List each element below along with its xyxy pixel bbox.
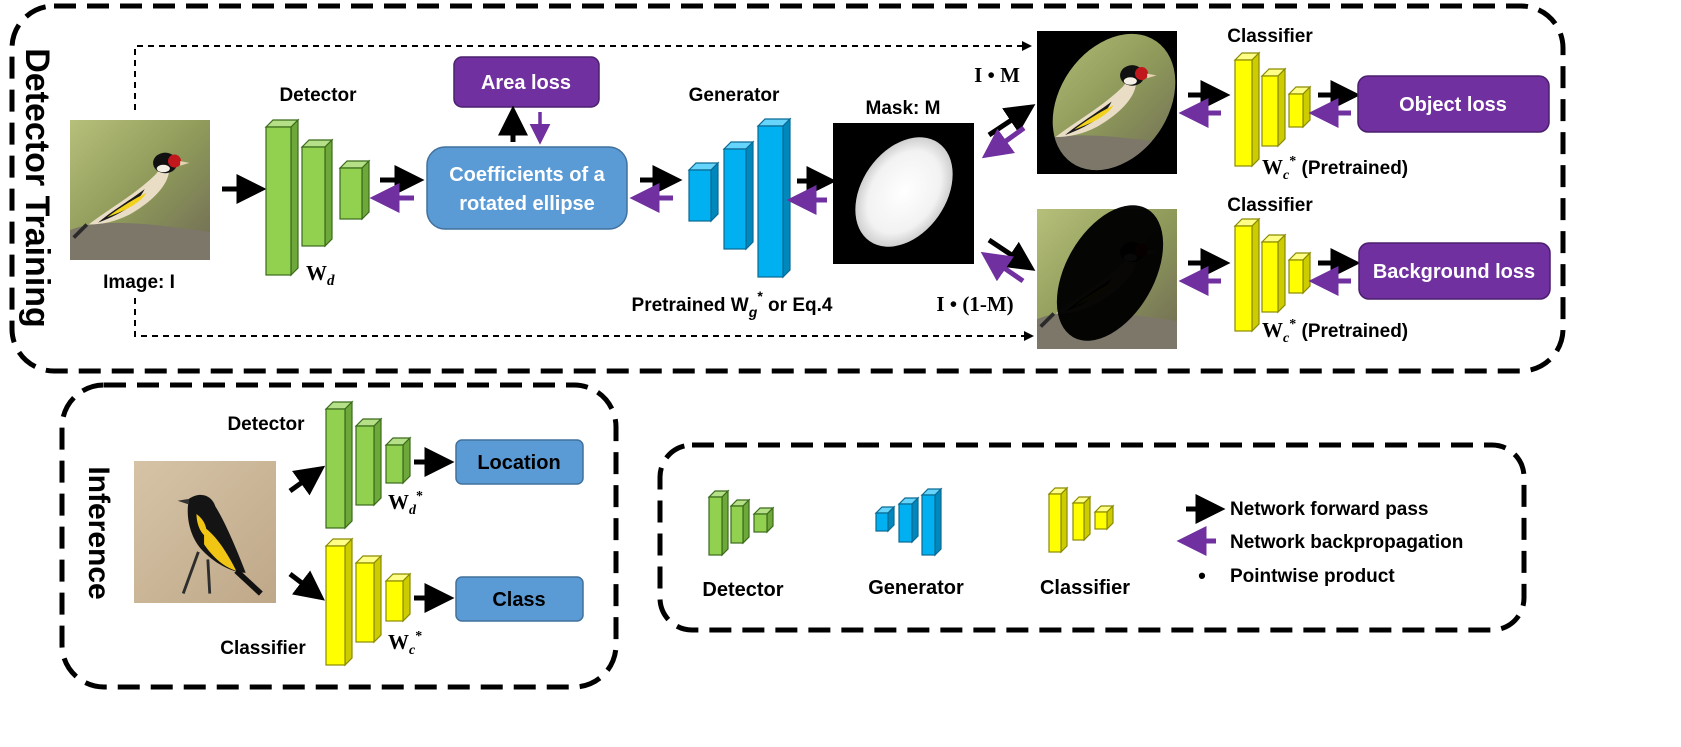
coefficients-box (426, 146, 628, 230)
area-loss-label: Area loss (481, 72, 571, 94)
legend-pointwise-label: Pointwise product (1230, 566, 1395, 587)
legend-classifier-icon (1047, 486, 1115, 554)
classifier-network-top (1233, 51, 1312, 168)
mask-label: Mask: M (866, 98, 941, 119)
legend-backprop-label: Network backpropagation (1230, 532, 1463, 553)
inference-image (134, 461, 276, 603)
inference-section-title: Inference (82, 466, 115, 599)
class-label: Class (492, 589, 545, 611)
object-masked-image (1037, 31, 1177, 174)
mask-image (833, 123, 974, 264)
generator-weight-label: Pretrained Wg* or Eq.4 (632, 288, 833, 320)
skip-connection-top (134, 41, 1032, 110)
generator-label: Generator (689, 85, 780, 106)
classifier-weight-top: Wc* (Pretrained) (1262, 154, 1408, 183)
legend-frame (657, 442, 1527, 633)
legend-classifier-label: Classifier (1040, 577, 1130, 599)
background-loss-box (1358, 242, 1551, 300)
inference-detector-weight: Wd* (388, 489, 423, 518)
inference-frame (59, 382, 619, 690)
detector-network (264, 118, 371, 277)
product-bottom-label: I • (1-M) (936, 292, 1013, 316)
inference-detector-label: Detector (227, 414, 305, 435)
coefficients-line2: rotated ellipse (459, 193, 595, 215)
detector-label: Detector (279, 85, 357, 106)
classifier-network-bottom (1233, 217, 1312, 333)
skip-connection-bottom (134, 298, 1034, 341)
generator-network (687, 117, 792, 279)
legend-dot-symbol: • (1198, 563, 1206, 588)
location-box (455, 439, 584, 485)
input-image (70, 119, 210, 261)
legend-generator-label: Generator (868, 577, 964, 599)
inference-classifier-network (324, 537, 412, 667)
object-loss-box (1357, 75, 1550, 133)
class-box (455, 576, 584, 622)
coefficients-line1: Coefficients of a (449, 164, 605, 186)
legend-detector-icon (707, 489, 775, 557)
object-loss-label: Object loss (1399, 94, 1507, 116)
training-frame (9, 3, 1566, 374)
image-label: Image: I (103, 272, 175, 293)
legend-generator-icon (874, 487, 943, 557)
location-label: Location (477, 452, 560, 474)
background-loss-label: Background loss (1373, 261, 1535, 283)
training-section-title: Detector Training (18, 48, 56, 328)
background-masked-image (1037, 205, 1177, 350)
inference-classifier-label: Classifier (220, 638, 306, 659)
legend-detector-label: Detector (702, 579, 783, 601)
classifier-label-bottom: Classifier (1227, 195, 1313, 216)
backprop-arrow (981, 125, 1026, 159)
backprop-arrow (980, 251, 1025, 284)
legend-forward-label: Network forward pass (1230, 499, 1429, 520)
detector-weight-label: Wd (306, 261, 335, 289)
classifier-weight-bottom: Wc* (Pretrained) (1262, 317, 1408, 346)
inference-classifier-weight: Wc* (388, 629, 422, 658)
forward-arrow (288, 570, 325, 601)
inference-detector-network (324, 400, 412, 530)
forward-arrow (288, 465, 326, 496)
classifier-label-top: Classifier (1227, 26, 1313, 47)
product-top-label: I • M (974, 63, 1020, 87)
